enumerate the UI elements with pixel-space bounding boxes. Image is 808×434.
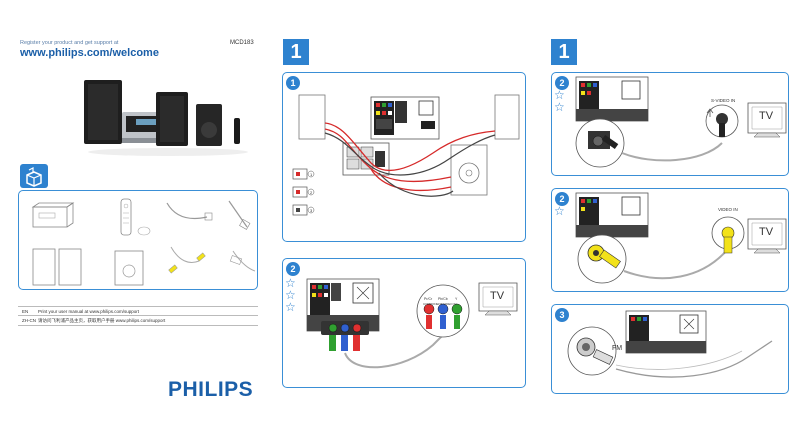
fm-label: FM bbox=[612, 345, 623, 352]
language-text: Print your user manual at www.philips.co… bbox=[38, 309, 140, 314]
component-pr-label: Pr/Cr bbox=[424, 297, 433, 301]
speaker-wiring-diagram bbox=[292, 94, 520, 216]
tv-label: TV bbox=[759, 226, 774, 238]
register-text: Register your product and get support at bbox=[20, 40, 119, 46]
video-in-label: VIDEO IN bbox=[718, 207, 738, 212]
package-contents-badge bbox=[20, 164, 48, 188]
language-row: EN Print your user manual at www.philips… bbox=[18, 306, 258, 316]
language-code: ZH-CN bbox=[22, 318, 36, 323]
contents-drawings bbox=[31, 198, 256, 286]
component-diagram bbox=[306, 278, 518, 369]
brand-logo: PHILIPS bbox=[168, 378, 254, 401]
fm-antenna-panel: 3 FM bbox=[551, 304, 789, 394]
language-code: EN bbox=[22, 309, 29, 314]
sub-step-label: 3 bbox=[310, 208, 313, 213]
speaker-connection-panel: 1 bbox=[282, 72, 526, 242]
product-photo bbox=[84, 80, 248, 156]
language-text: 请访问飞利浦产品主页，获取用户手册 www.philips.com/suppor… bbox=[38, 318, 166, 323]
welcome-url[interactable]: www.philips.com/welcome bbox=[20, 47, 159, 59]
star-icon: ☆ bbox=[285, 300, 296, 314]
svideo-in-label: S-VIDEO IN bbox=[711, 98, 736, 103]
language-table: EN Print your user manual at www.philips… bbox=[18, 306, 258, 326]
step-badge: 2 bbox=[286, 262, 300, 276]
open-box-icon bbox=[26, 167, 42, 187]
star-icon: ☆ bbox=[285, 288, 296, 302]
component-caption: COMPONENT VIDEO IN bbox=[423, 302, 457, 306]
step-number-big: 1 bbox=[283, 39, 309, 65]
package-contents-panel bbox=[18, 190, 258, 290]
tv-label: TV bbox=[490, 290, 505, 302]
component-video-panel: 2 ☆ ☆ ☆ bbox=[282, 258, 526, 388]
star-icon: ☆ bbox=[554, 204, 565, 218]
language-row: ZH-CN 请访问飞利浦产品主页，获取用户手册 www.philips.com/… bbox=[18, 316, 258, 326]
component-y-label: Y bbox=[455, 297, 458, 301]
composite-diagram bbox=[575, 192, 787, 284]
star-icon: ☆ bbox=[554, 88, 565, 102]
fm-antenna-diagram bbox=[567, 310, 773, 378]
svideo-panel: 2 ☆ ☆ S-VIDEO IN TV bbox=[551, 72, 789, 176]
step-number-big: 1 bbox=[551, 39, 577, 65]
step-badge: 3 bbox=[555, 308, 569, 322]
svideo-diagram bbox=[575, 76, 787, 168]
model-number: MCD183 bbox=[230, 40, 254, 46]
sub-step-label: 2 bbox=[310, 190, 313, 195]
tv-label: TV bbox=[759, 110, 774, 122]
star-icon: ☆ bbox=[554, 100, 565, 114]
sub-step-label: 1 bbox=[310, 172, 313, 177]
step-badge: 2 bbox=[555, 76, 569, 90]
component-pb-label: Pb/Cb bbox=[438, 297, 448, 301]
star-icon: ☆ bbox=[285, 276, 296, 290]
step-badge: 2 bbox=[555, 192, 569, 206]
step-badge: 1 bbox=[286, 76, 300, 90]
composite-video-panel: 2 ☆ VIDEO IN TV bbox=[551, 188, 789, 292]
